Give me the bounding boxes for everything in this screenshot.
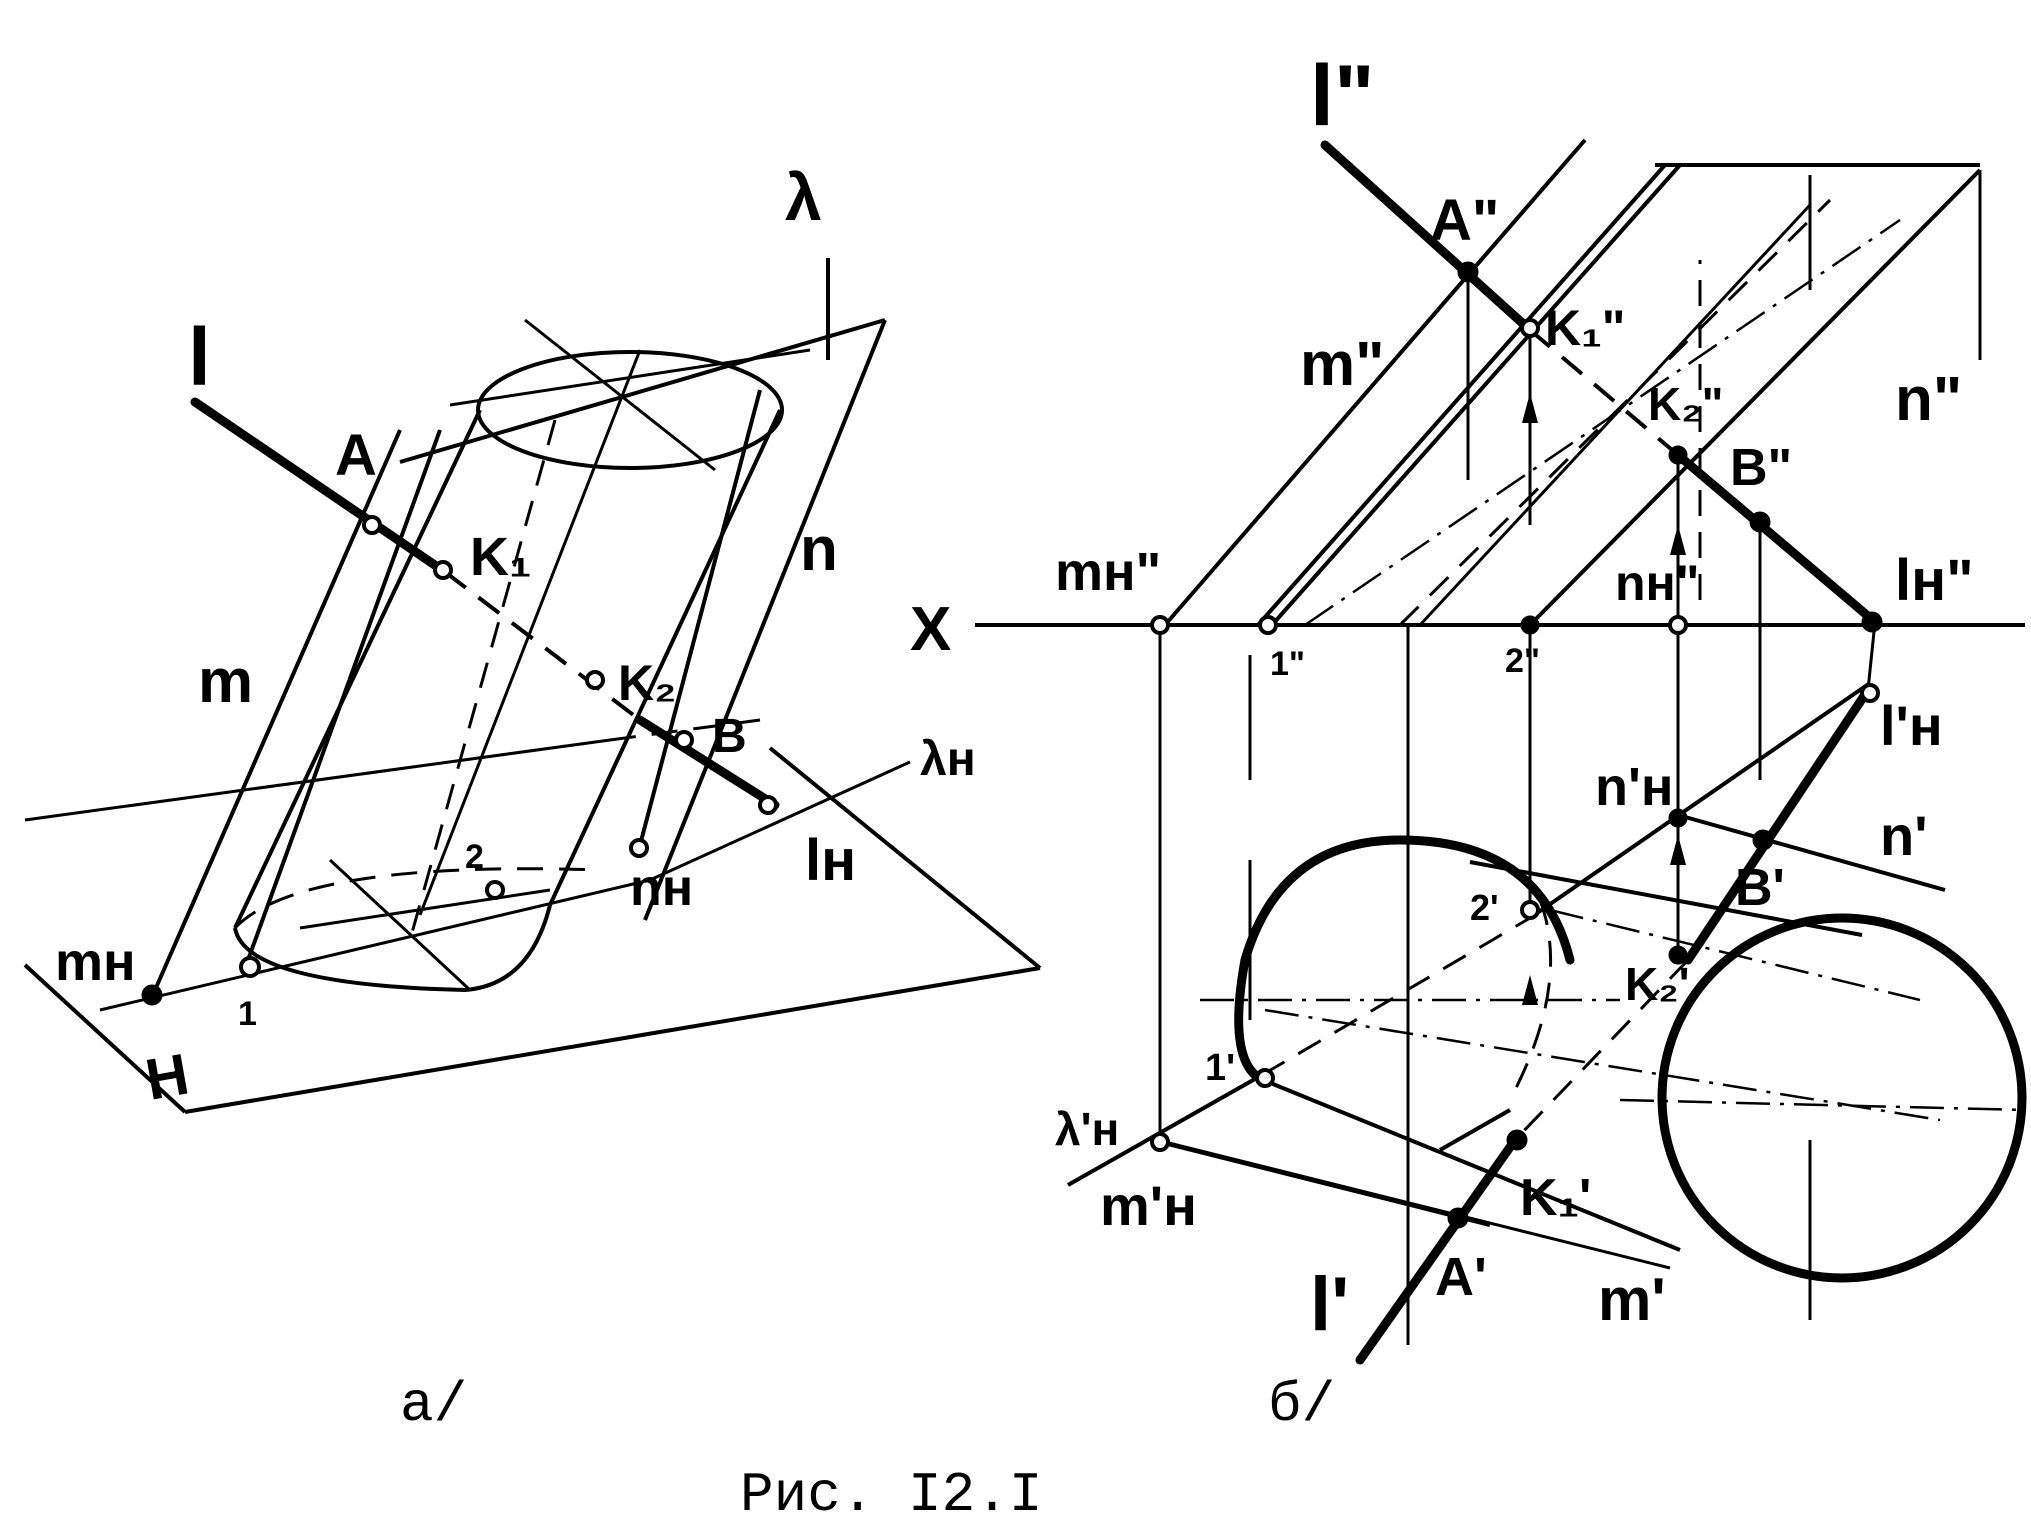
label-m1: m' <box>1598 1266 1666 1333</box>
captions: а/ б/ Рис. I2.I <box>400 1373 1335 1527</box>
point-mh1 <box>1150 1132 1170 1152</box>
labels-a: l A K₁ K₂ B m n λ λн nн lн mн 1 2 H <box>55 160 976 1113</box>
point-nh2 <box>1668 615 1688 635</box>
plane-lambda <box>99 258 911 1012</box>
label-m: m <box>198 647 253 716</box>
panel-b-label: б/ <box>1268 1373 1335 1437</box>
label-k2-1: K₂' <box>1625 958 1690 1010</box>
point-1-1 <box>1255 1068 1275 1088</box>
label-l2: l" <box>1310 48 1375 144</box>
point-2 <box>485 880 505 900</box>
point-nh1 <box>1668 808 1688 828</box>
point-k2-2 <box>1668 445 1688 465</box>
label-m-h: mн <box>55 932 136 992</box>
label-l1: l' <box>1310 1262 1349 1347</box>
panel-a-drawing <box>23 258 1042 1114</box>
label-mh2: mн" <box>1055 542 1161 602</box>
points-b <box>1150 261 1883 1229</box>
point-b2 <box>1749 511 1771 533</box>
line-n <box>638 389 762 846</box>
point-1 <box>239 956 261 978</box>
label-b: B <box>712 710 747 763</box>
point-k2 <box>585 670 605 690</box>
label-n2: n" <box>1895 365 1962 434</box>
line-l <box>190 397 780 810</box>
point-2-2 <box>1520 615 1540 635</box>
label-nh1: n'н <box>1595 757 1673 817</box>
label-nh2: nн" <box>1615 555 1699 611</box>
label-h: H <box>141 1042 194 1113</box>
point-lh1 <box>1860 683 1880 703</box>
trace-lines <box>1067 681 1946 1227</box>
label-point-1: 1 <box>238 995 257 1033</box>
line-m <box>153 429 442 991</box>
label-lh2: lн" <box>1895 548 1974 613</box>
panel-a-label: а/ <box>400 1373 467 1437</box>
point-a1 <box>1447 1207 1469 1229</box>
label-lh1: l'н <box>1880 694 1943 757</box>
point-k1 <box>433 560 453 580</box>
label-lambda-h: λн <box>920 733 976 786</box>
label-2-2: 2" <box>1505 642 1540 680</box>
label-n-h: nн <box>630 859 693 917</box>
label-point-2: 2 <box>465 838 484 876</box>
point-b1 <box>1752 829 1774 851</box>
label-k1-2: K₁" <box>1545 300 1626 356</box>
label-a1: A' <box>1435 1247 1487 1307</box>
label-lambda-h1: λ'н <box>1055 1103 1119 1155</box>
label-1-1: 1' <box>1205 1047 1235 1089</box>
line-l-projections <box>1320 140 1880 1365</box>
arrows <box>1522 393 1686 1005</box>
point-a2 <box>1457 261 1479 283</box>
point-k1-1 <box>1506 1129 1528 1151</box>
label-k1-1: K₁' <box>1520 1169 1591 1227</box>
cylinder-a <box>233 318 811 993</box>
labels-b: l" A" K₁" K₂" m" n" B" mн" X 1" 2" nн" l… <box>910 48 1974 1347</box>
label-l: l <box>188 312 211 403</box>
point-lh2 <box>1861 611 1883 633</box>
panel-b-drawing <box>975 138 2027 1365</box>
figure-caption: Рис. I2.I <box>740 1463 1042 1527</box>
label-x-axis: X <box>910 595 951 664</box>
label-a2: A" <box>1430 188 1499 253</box>
points-a <box>141 515 778 1006</box>
point-mh2 <box>1150 615 1170 635</box>
label-b2: B" <box>1730 439 1792 497</box>
label-m2: m" <box>1300 330 1385 399</box>
label-lambda: λ <box>785 160 822 234</box>
horizontal-projection <box>1164 835 2027 1283</box>
frontal-projection <box>1163 138 1982 627</box>
point-k2-1 <box>1668 945 1688 965</box>
point-lh <box>758 795 778 815</box>
label-2-1: 2' <box>1470 887 1499 928</box>
label-mh1: m'н <box>1100 1174 1197 1237</box>
point-1-2 <box>1258 615 1278 635</box>
label-k1: K₁ <box>470 527 531 587</box>
label-n: n <box>800 515 838 584</box>
point-k1-2 <box>1520 318 1540 338</box>
label-n1: n' <box>1880 804 1928 867</box>
label-k2: K₂ <box>618 655 676 711</box>
label-l-h: lн <box>805 828 856 893</box>
point-b <box>674 730 694 750</box>
label-a: A <box>335 423 377 488</box>
end-circle <box>1657 913 2027 1283</box>
point-nh <box>629 838 649 858</box>
point-mh <box>141 984 163 1006</box>
point-a <box>362 515 382 535</box>
point-2-1 <box>1520 900 1540 920</box>
plane-h <box>23 718 1042 1114</box>
label-1-2: 1" <box>1270 645 1305 683</box>
label-b1: B' <box>1735 859 1785 917</box>
label-k2-2: K₂" <box>1648 378 1723 430</box>
